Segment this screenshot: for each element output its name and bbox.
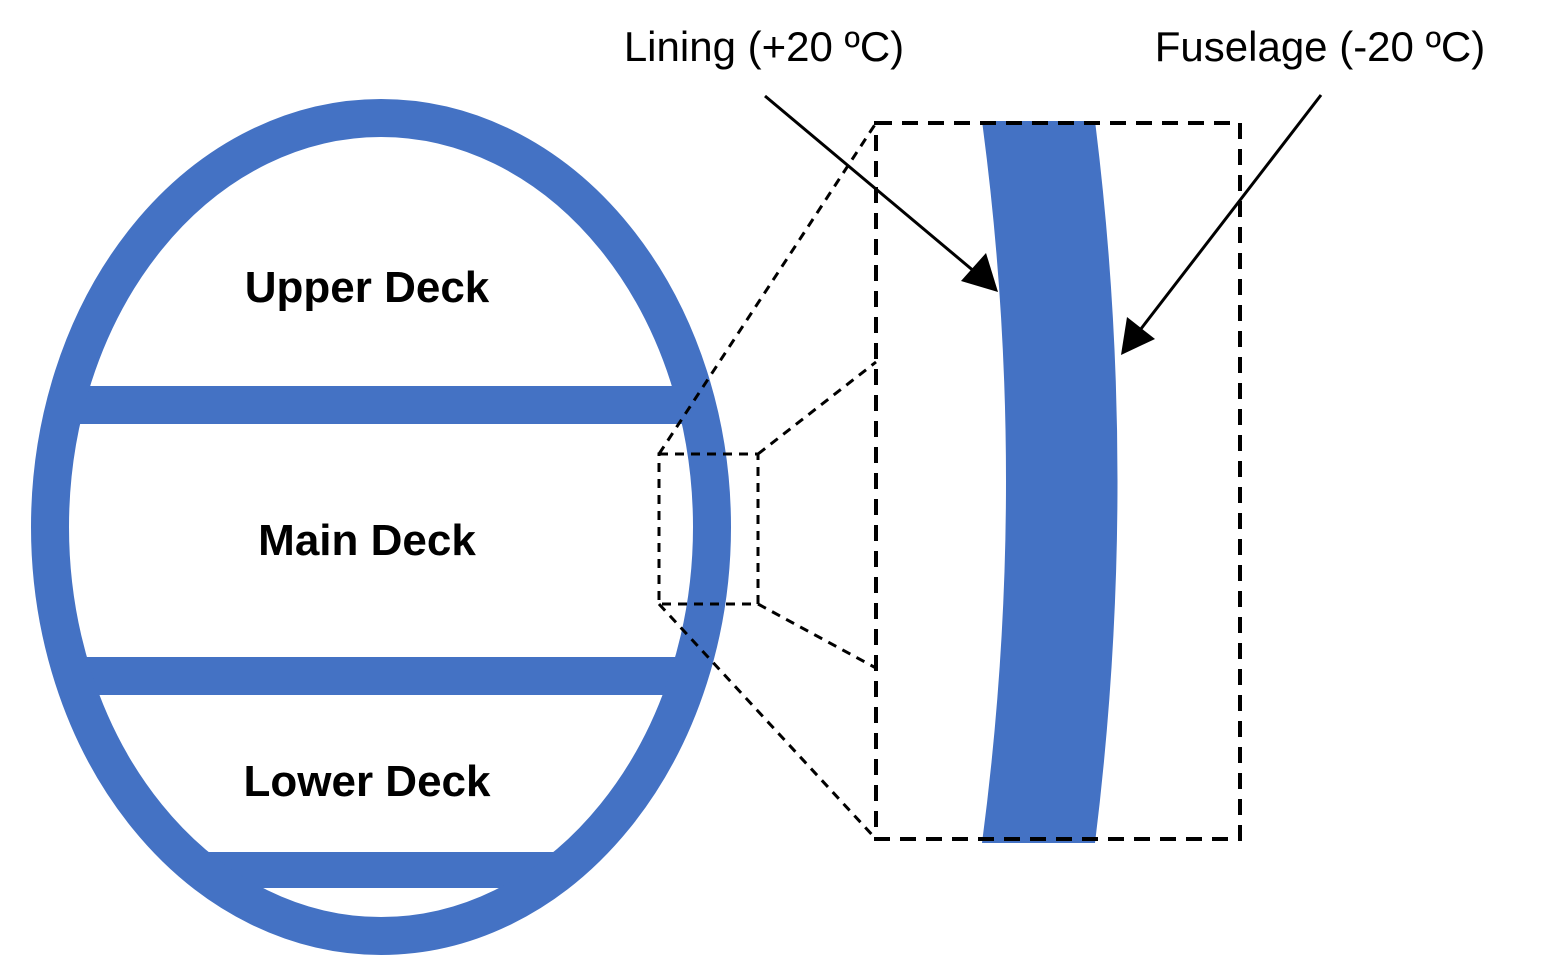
fuselage-arrow [1125, 94, 1323, 348]
main-deck-label: Main Deck [258, 516, 476, 565]
connector-bottom-inner [757, 602, 877, 670]
connector-top-inner [757, 360, 877, 456]
upper-deck-label: Upper Deck [245, 263, 490, 312]
lining-arrowhead [961, 253, 998, 292]
detail-zoom-box [874, 121, 1242, 841]
connector-bottom-outer [657, 602, 878, 841]
upper-deck-floor [50, 386, 712, 424]
zoom-connector-lines [657, 122, 878, 841]
lining-label: Lining (+20 ºC) [624, 23, 904, 70]
magnified-fuselage-wall [982, 121, 1118, 843]
detail-source-box [657, 452, 760, 606]
main-deck-floor [50, 657, 712, 695]
lower-deck-label: Lower Deck [244, 757, 492, 806]
fuselage-arrowhead [1121, 317, 1155, 355]
connector-top-outer [657, 122, 878, 455]
fuselage-ring [31, 99, 731, 955]
lining-arrow [764, 94, 995, 290]
fuselage-label: Fuselage (-20 ºC) [1155, 23, 1485, 70]
lower-deck-floor [50, 852, 712, 888]
